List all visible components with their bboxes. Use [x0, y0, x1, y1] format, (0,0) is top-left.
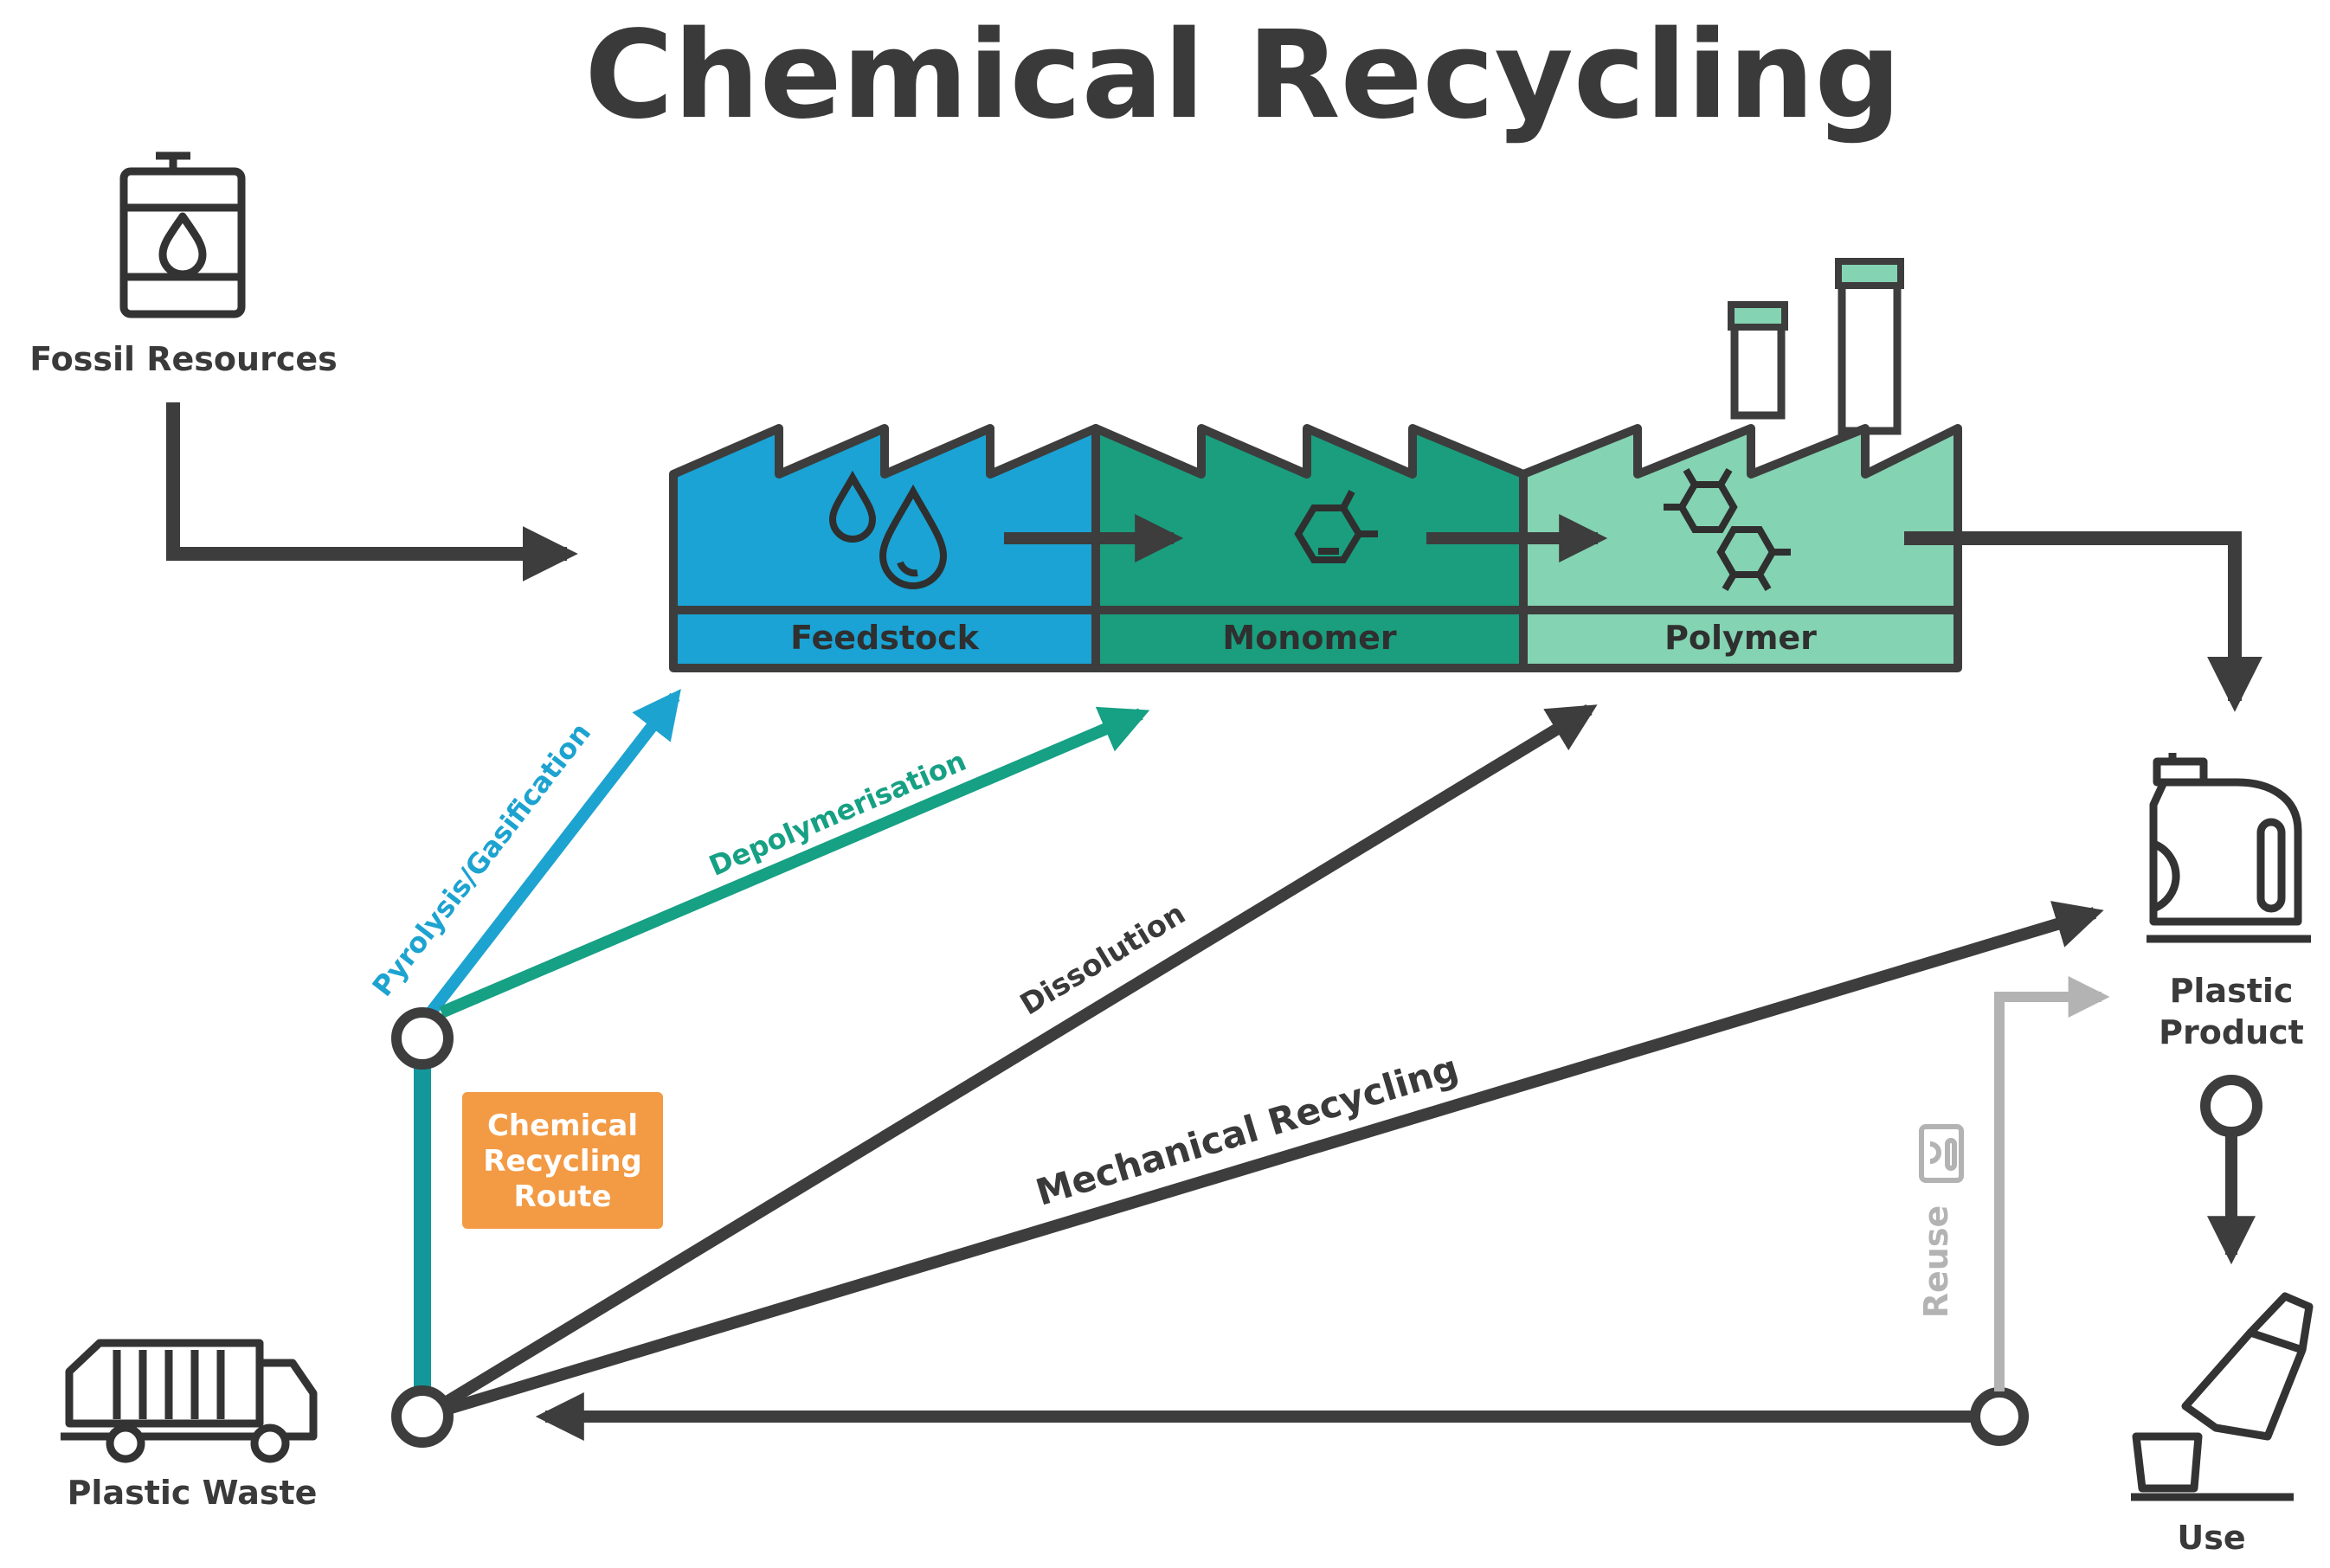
chemical-recycling-route-box: Chemical Recycling Route [462, 1092, 663, 1229]
oil-barrel-icon [119, 151, 246, 318]
pouring-bottle-icon [2131, 1292, 2314, 1501]
polymer-to-product-arrow [1904, 531, 2262, 712]
reuse-label: Reuse [1917, 1205, 1955, 1318]
plastic-bottle-icon [2147, 753, 2311, 943]
return-node [1970, 1387, 2029, 1446]
feedstock-section: Feedstock [669, 424, 1100, 672]
fossil-to-feedstock-arrow [166, 402, 578, 582]
oil-droplets-icon [828, 470, 948, 589]
polymer-label: Polymer [1664, 619, 1817, 657]
monomer-label: Monomer [1222, 619, 1396, 657]
route-box-line1: Chemical [487, 1109, 638, 1143]
pyrolysis-gasification-arrow [419, 689, 681, 1025]
diagram-title: Chemical Recycling [584, 5, 1901, 146]
feedstock-label: Feedstock [790, 619, 980, 657]
plastic-product-label-line1: Plastic [2170, 972, 2294, 1010]
chemical-route-node [391, 1007, 454, 1070]
route-box-line3: Route [513, 1179, 611, 1214]
reuse-bottle-icon [1919, 1124, 1964, 1183]
depolymerisation-arrow [439, 706, 1150, 1019]
plastic-waste-label: Plastic Waste [68, 1474, 318, 1512]
mechanical-recycling-label: Mechanical Recycling [1031, 1046, 1463, 1213]
factory-chimneys [1728, 258, 1904, 435]
dissolution-arrow [419, 704, 1598, 1422]
polymer-section: Polymer [1519, 424, 1962, 672]
use-label: Use [2177, 1519, 2245, 1557]
garbage-truck-icon [61, 1339, 318, 1463]
product-node [2200, 1075, 2262, 1137]
polymer-molecule-icon [1664, 467, 1791, 592]
monomer-molecule-icon [1294, 490, 1378, 563]
depolymerisation-label: Depolymerisation [705, 744, 971, 883]
plastic-waste-node [391, 1385, 454, 1448]
monomer-section: Monomer [1091, 424, 1528, 672]
reuse-arrow [1994, 976, 2110, 1391]
mechanical-recycling-arrow [420, 901, 2104, 1423]
plastic-product-label-line2: Product [2159, 1013, 2304, 1051]
fossil-resources-label: Fossil Resources [29, 340, 338, 378]
route-box-line2: Recycling [483, 1144, 642, 1179]
